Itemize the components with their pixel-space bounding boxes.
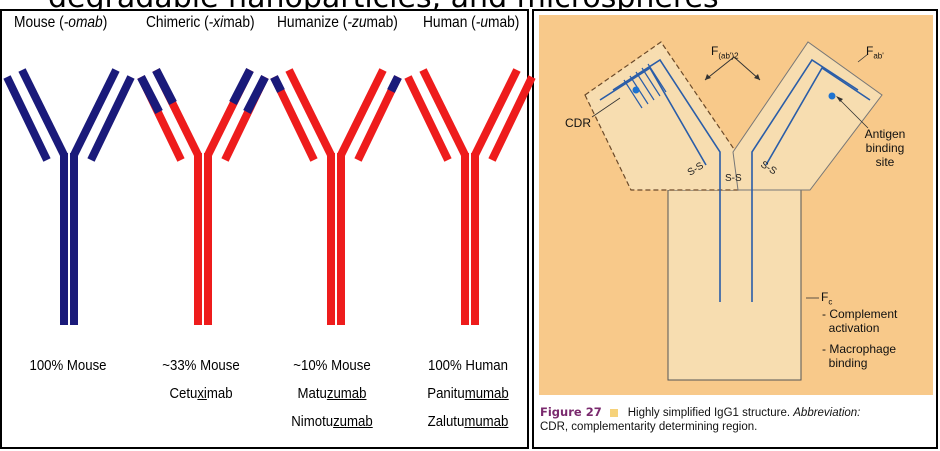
cdr-label: CDR	[565, 116, 591, 130]
caption-abbrev-label: Abbreviation:	[793, 407, 860, 419]
fab2-label: F(ab')2	[711, 44, 739, 63]
chevron-left-arrow-icon	[705, 74, 711, 80]
fc-macrophage-binding: - Macrophage binding	[822, 342, 896, 370]
caption-text: Highly simplified IgG1 structure.	[628, 407, 790, 419]
figure-number: Figure 27	[540, 405, 602, 419]
antigen-binding-site-label: Antigen binding site	[860, 127, 910, 169]
caption-abbrev-text: CDR, complementarity determining region.	[540, 421, 757, 433]
antigen-dot-left	[633, 87, 640, 94]
caption-square-icon	[610, 409, 618, 417]
fab-left-region	[585, 42, 738, 190]
disulfide-center: S-S	[725, 173, 742, 184]
fc-complement-activation: - Complement activation	[822, 307, 897, 335]
fab-label: Fab'	[866, 44, 884, 63]
fc-region	[668, 190, 801, 380]
antigen-dot-right	[829, 93, 836, 100]
figure-caption: Figure 27 Highly simplified IgG1 structur…	[540, 405, 932, 434]
